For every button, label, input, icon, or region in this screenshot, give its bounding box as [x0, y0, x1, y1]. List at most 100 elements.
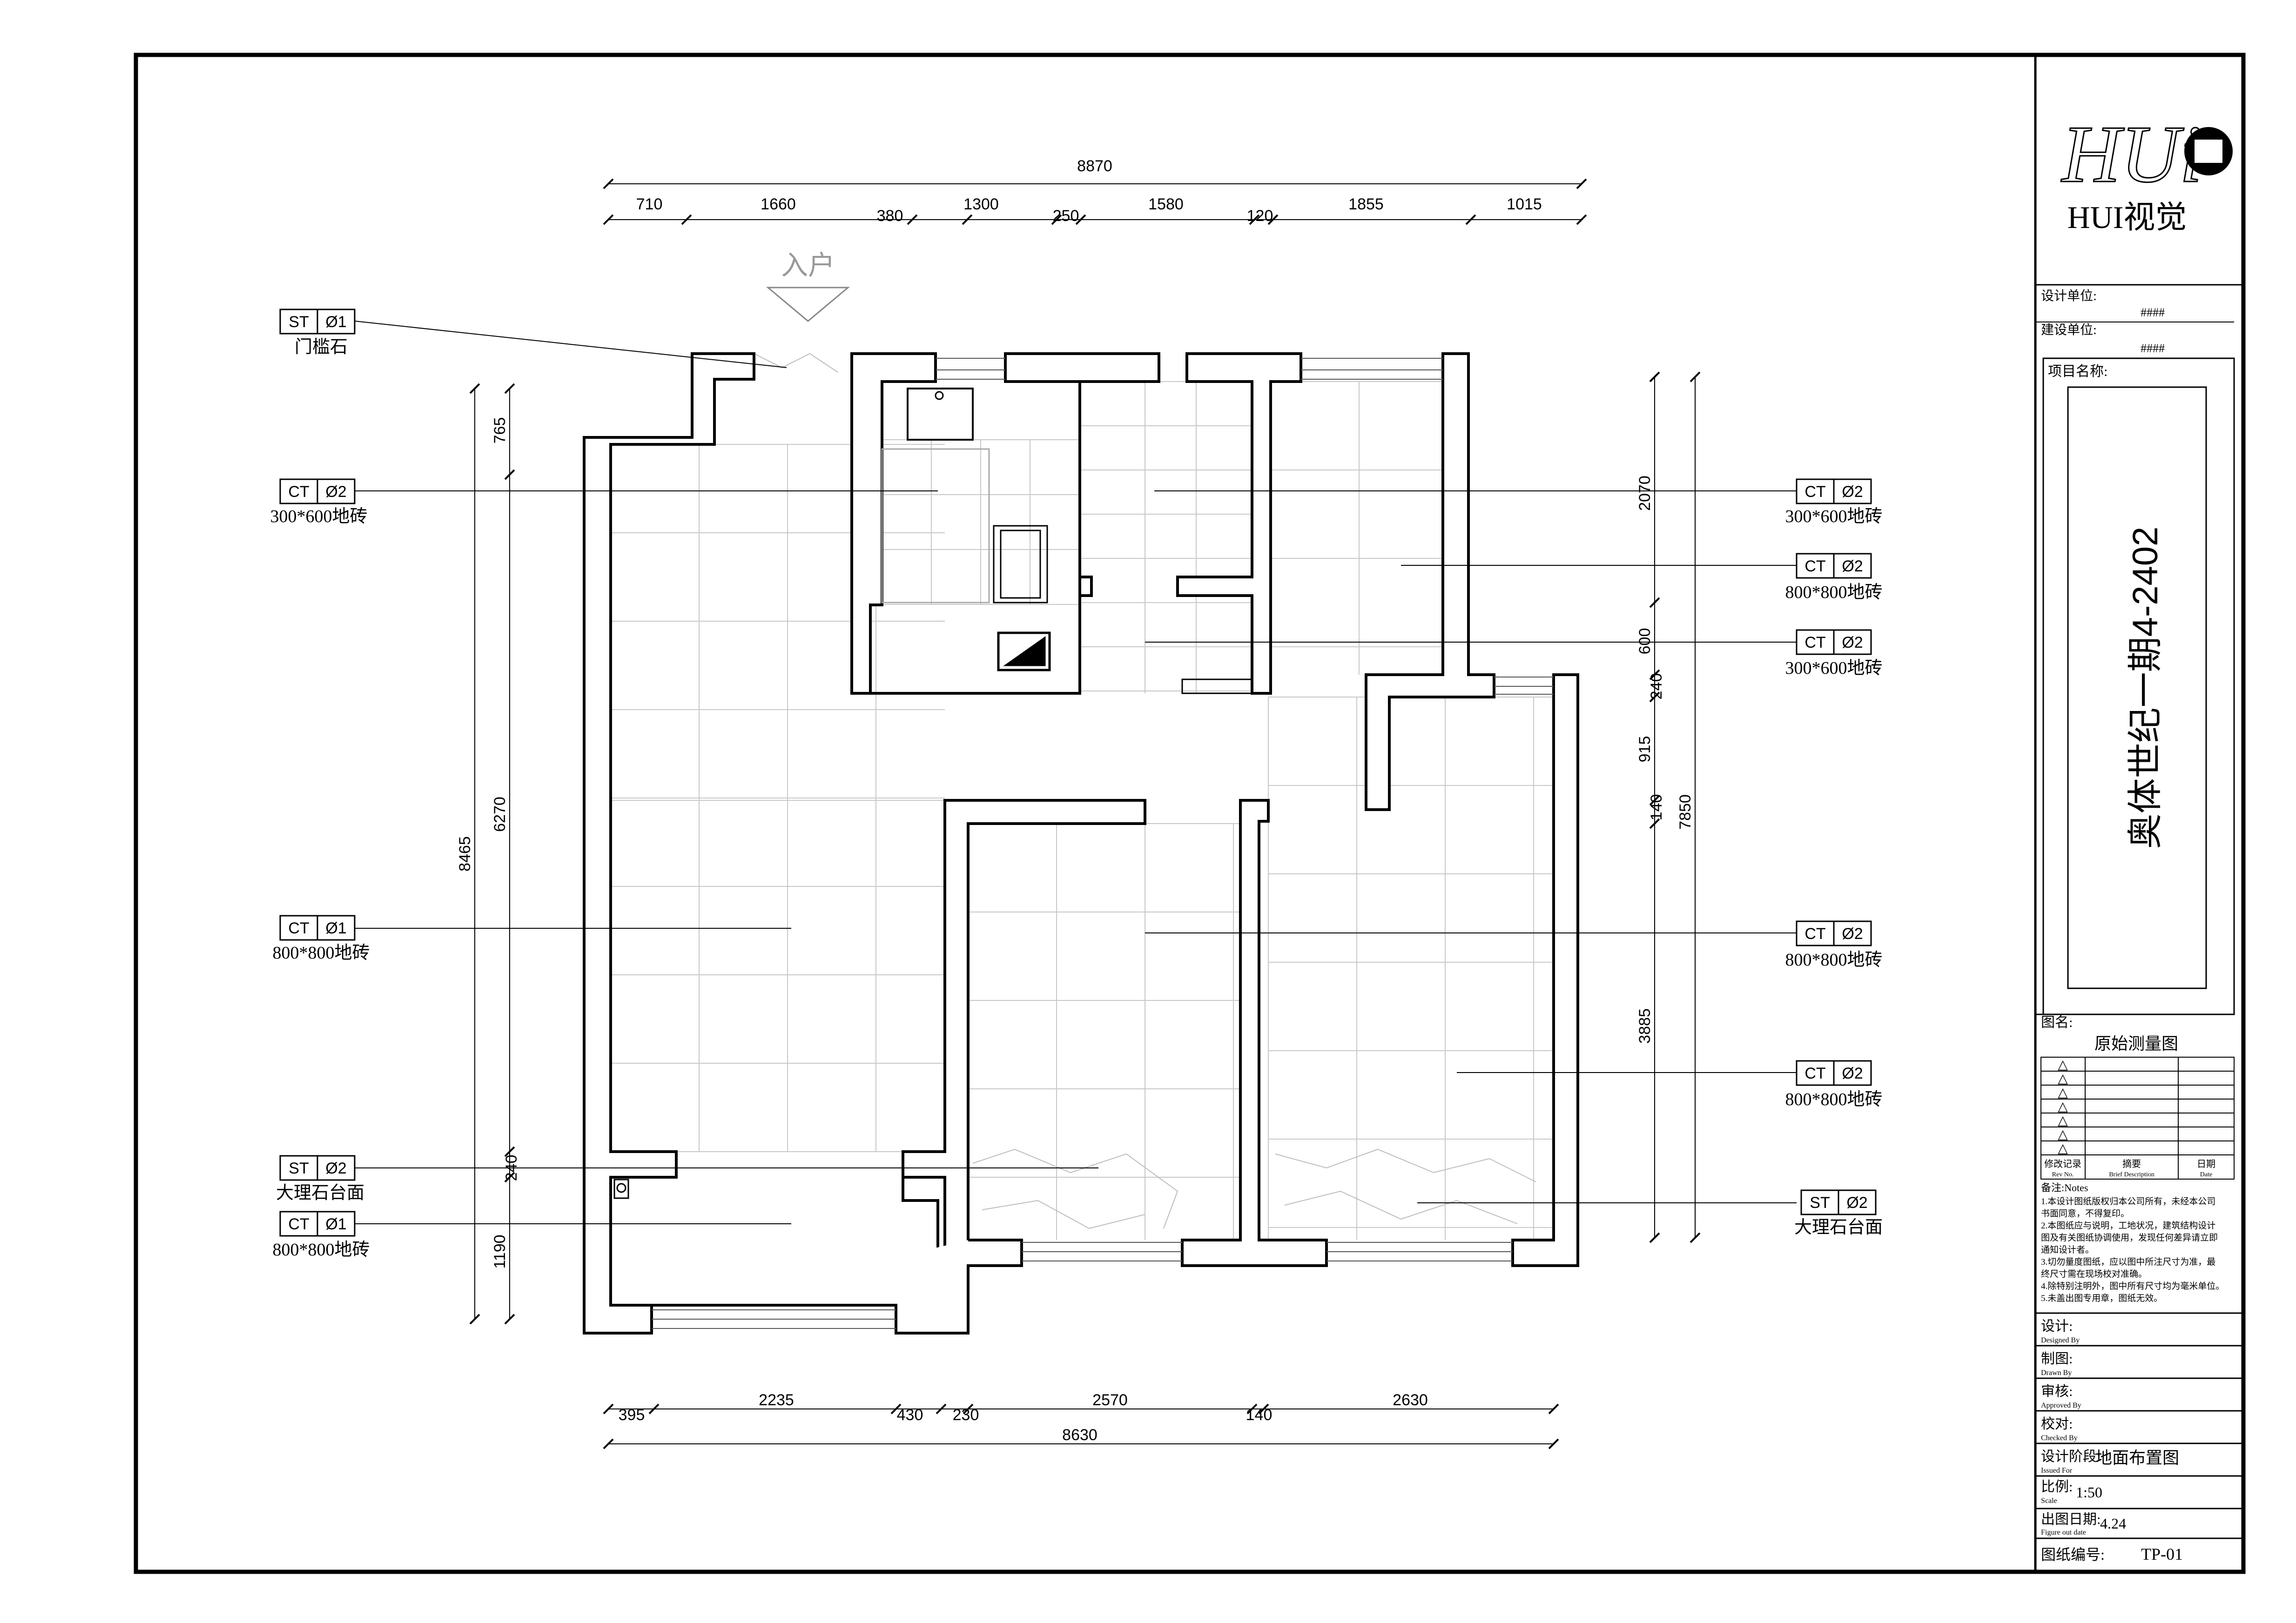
drawn-label-en: Drawn By — [2041, 1369, 2072, 1377]
dim-label: 240 — [503, 1155, 520, 1181]
notes-list: 1.本设计图纸版权归本公司所有，未经本公司 书面同意，不得复印。 2.本图纸应与… — [2041, 1196, 2224, 1303]
dim-label: 1855 — [1348, 195, 1384, 213]
material-tag: CT Ø1 800*800地砖 — [272, 915, 370, 963]
drawn-label: 制图: — [2041, 1351, 2073, 1367]
revision-delta-icon: △ — [2058, 1057, 2068, 1072]
material-tag: ST Ø2 大理石台面 — [1794, 1189, 1883, 1237]
tag-number: Ø1 — [325, 1215, 346, 1233]
approved-label: 审核: — [2041, 1384, 2073, 1399]
sheet-frame — [134, 53, 2246, 1574]
dimension-tick — [1267, 214, 1279, 225]
drawing-name: 原始测量图 — [2094, 1034, 2178, 1053]
dim-label: 1660 — [761, 195, 796, 213]
dim-label: 1015 — [1507, 195, 1542, 213]
dimension-tick — [603, 1438, 614, 1449]
design-unit-label: 设计单位: — [2041, 288, 2097, 303]
dimension-tick — [504, 1172, 515, 1183]
marble-pattern — [754, 353, 1536, 1229]
tag-code: CT — [288, 1215, 309, 1233]
dim-label: 395 — [619, 1406, 645, 1424]
tag-number: Ø2 — [325, 483, 346, 501]
scale-label-en: Scale — [2041, 1497, 2057, 1505]
dim-label: 3885 — [1636, 1008, 1654, 1044]
dimension-tick — [504, 1314, 515, 1325]
tag-label: 800*800地砖 — [272, 943, 370, 963]
dimension-tick — [469, 1314, 480, 1325]
title-block: HUi HUI视觉 设计单位: #### 建设单位: #### 项目名称: 奥体… — [2035, 108, 2243, 1563]
date-label: 出图日期: — [2041, 1512, 2101, 1527]
dim-label: 380 — [877, 207, 903, 225]
dimension-tick — [648, 1403, 660, 1415]
notes-label: 备注:Notes — [2041, 1182, 2088, 1194]
revision-delta-icon: △ — [2058, 1127, 2068, 1141]
designed-label: 设计: — [2041, 1319, 2073, 1334]
dimension-tick — [1649, 795, 1660, 806]
project-label: 项目名称: — [2048, 364, 2107, 379]
tag-label: 800*800地砖 — [272, 1240, 370, 1260]
right-total-dim: 7850 — [1677, 794, 1694, 830]
entrance-label: 入户 — [781, 250, 835, 281]
dimension-tick — [1649, 1232, 1660, 1243]
revision-col-label-en: Rev No. — [2052, 1171, 2074, 1178]
dimension-tick — [1690, 1232, 1701, 1243]
scale-value: 1:50 — [2076, 1484, 2102, 1501]
tag-label: 800*800地砖 — [1785, 583, 1882, 602]
dimension-tick — [1649, 371, 1660, 382]
dimension-tick — [963, 1403, 974, 1415]
dimension-tick — [1649, 669, 1660, 680]
dim-label: 6270 — [491, 797, 509, 832]
number-value: TP-01 — [2141, 1545, 2183, 1563]
top-total-dim: 8870 — [1077, 157, 1112, 175]
stage-label-en: Issued For — [2041, 1467, 2073, 1475]
note-line: 4.除特别注明外，图中所有尺寸均为毫米单位。 — [2041, 1281, 2224, 1291]
brand-logo: HUi — [2060, 108, 2233, 200]
dimension-tick — [603, 178, 614, 189]
top-dims: 710 1660 380 1300 250 1580 120 1855 1015 — [636, 195, 1542, 225]
dimension-tick — [890, 1403, 902, 1415]
note-line: 1.本设计图纸版权归本公司所有，未经本公司 — [2041, 1196, 2215, 1207]
tag-label: 300*600地砖 — [1785, 507, 1882, 526]
dimension-tick — [1690, 371, 1701, 382]
tag-label: 大理石台面 — [1794, 1218, 1883, 1237]
number-label: 图纸编号: — [2041, 1546, 2105, 1563]
left-total-dim: 8465 — [456, 836, 474, 872]
dimension-tick — [962, 214, 973, 225]
dim-label: 2070 — [1636, 476, 1654, 511]
tag-code: ST — [289, 1160, 309, 1177]
tag-code: CT — [1804, 1065, 1825, 1082]
note-line: 5.未盖出图专用章，图纸无效。 — [2041, 1293, 2162, 1303]
revision-table — [2040, 1057, 2235, 1180]
dimension-tick — [603, 1403, 614, 1415]
dimension-tick — [1548, 1438, 1559, 1449]
revision-delta-icon: △ — [2058, 1141, 2068, 1155]
dimension-tick — [504, 469, 515, 480]
brand-name: HUI视觉 — [2067, 200, 2187, 235]
approved-label-en: Approved By — [2041, 1402, 2081, 1409]
tag-label: 800*800地砖 — [1785, 950, 1882, 970]
tag-code: CT — [1804, 483, 1825, 501]
tag-label: 800*800地砖 — [1785, 1090, 1882, 1109]
note-line: 2.本图纸应与说明，工地状况，建筑结构设计 — [2041, 1221, 2215, 1231]
brand-logo-letters: HUi — [2061, 109, 2202, 199]
designed-label-en: Designed By — [2041, 1336, 2080, 1344]
tag-code: ST — [289, 313, 309, 331]
project-name: 奥体世纪一期4-2402 — [2126, 527, 2165, 849]
revision-col-label: 摘要 — [2122, 1159, 2141, 1169]
material-tag: CT Ø2 800*800地砖 — [1785, 553, 1883, 602]
material-tag: CT Ø2 800*800地砖 — [1785, 1060, 1883, 1109]
stage-label: 设计阶段: — [2041, 1449, 2101, 1464]
dim-label: 600 — [1636, 628, 1654, 655]
dimension-tick — [1576, 178, 1587, 189]
bottom-total-dim: 8630 — [1062, 1426, 1098, 1444]
dimension-tick — [907, 214, 918, 225]
dim-label: 765 — [491, 417, 509, 444]
revision-symbols: △ △ △ △ △ △ △ — [2058, 1057, 2068, 1155]
note-line: 终尺寸需在现场校对准确。 — [2041, 1269, 2147, 1279]
right-dims: 2070 600 240 915 140 3885 7850 — [1636, 476, 1694, 1044]
tag-label: 大理石台面 — [276, 1183, 364, 1203]
entrance-arrow-icon — [766, 287, 850, 322]
material-tag: ST Ø1 门槛石 — [279, 309, 356, 357]
note-line: 3.切勿量度图纸，应以图中所注尺寸为准，最 — [2041, 1257, 2215, 1267]
revision-delta-icon: △ — [2058, 1099, 2068, 1113]
